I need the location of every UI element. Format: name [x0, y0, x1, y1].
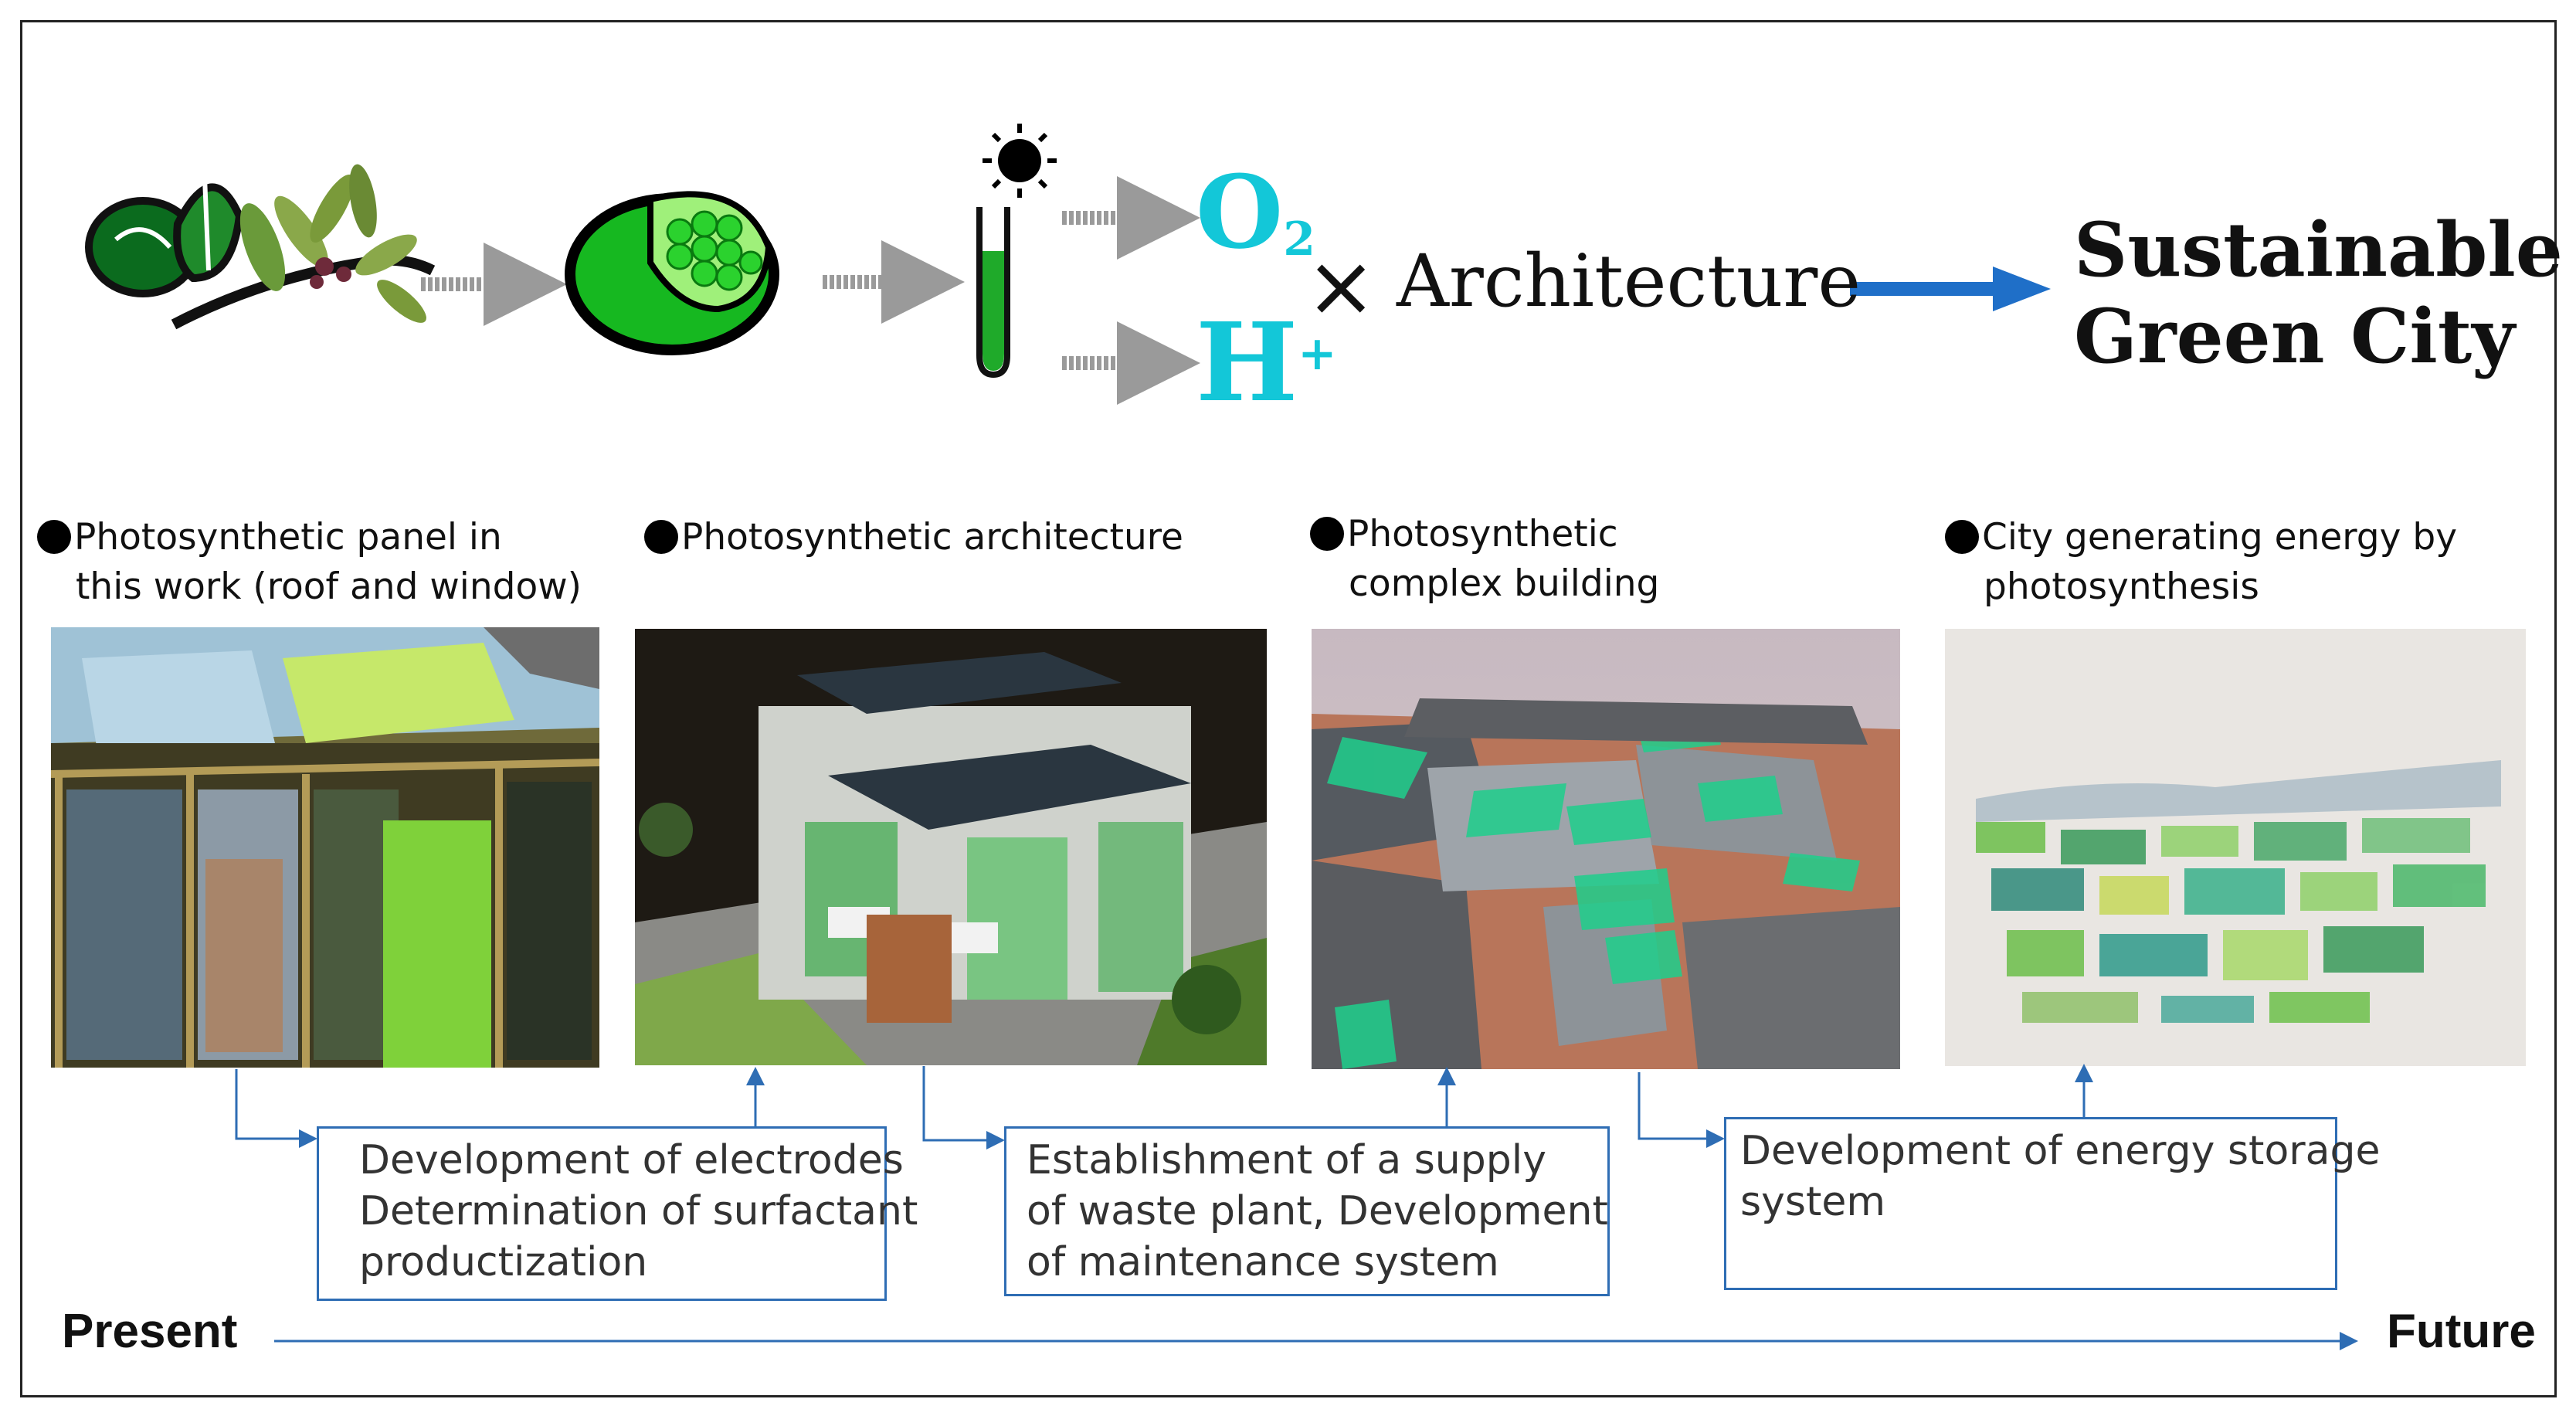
photo-complex-building — [1312, 629, 1900, 1069]
top-flow-graphic — [85, 124, 2051, 405]
architecture-label: Architecture — [1397, 239, 1861, 324]
result-line1: Sustainable — [2074, 206, 2563, 294]
stage-title-architecture: Photosynthetic architecture — [644, 513, 1183, 562]
stage-title-line1: City generating energy by — [1982, 516, 2458, 559]
proton-product: H+ — [1196, 309, 1337, 417]
stage-title-line2: this work (roof and window) — [76, 565, 582, 608]
task-line: system — [1740, 1179, 1885, 1225]
o2-symbol: O — [1196, 153, 1284, 271]
bullet-icon — [1945, 520, 1979, 554]
stage-title-line2: photosynthesis — [1984, 565, 2259, 608]
oxygen-product: O2 — [1196, 162, 1315, 263]
result-line2: Green City — [2074, 293, 2515, 380]
task-box-electrodes: Development of electrodes Determination … — [317, 1126, 918, 1301]
photo-city-painting — [1945, 629, 2526, 1066]
chloroplast-icon — [565, 191, 779, 355]
task-line: Determination of surfactant — [359, 1188, 918, 1234]
stage-title-line2: complex building — [1349, 562, 1660, 605]
bullet-icon — [37, 520, 71, 554]
timeline-present-label: Present — [62, 1305, 238, 1358]
leaves-icon — [85, 164, 436, 330]
figure-frame — [20, 20, 2557, 1397]
stage-title-complex-building: Photosynthetic complex building — [1310, 510, 1659, 609]
h-symbol: H — [1196, 300, 1298, 426]
task-line: Development of electrodes — [359, 1137, 904, 1183]
bullet-icon — [1310, 517, 1344, 551]
test-tube-icon — [976, 207, 1010, 379]
task-line: Establishment of a supply — [1027, 1137, 1547, 1183]
task-line: productization — [359, 1239, 648, 1285]
photo-photosynthetic-panel — [51, 627, 599, 1068]
sustainable-green-city-label: Sustainable Green City — [2074, 207, 2563, 380]
stage-title-panel: Photosynthetic panel in this work (roof … — [37, 513, 582, 612]
task-box-storage: Development of energy storage system — [1724, 1117, 2381, 1290]
o2-subscript: 2 — [1283, 212, 1315, 267]
timeline-future-label: Future — [2387, 1305, 2536, 1358]
task-line: of waste plant, Development — [1027, 1188, 1608, 1234]
task-box-supply: Establishment of a supply of waste plant… — [1004, 1126, 1610, 1296]
stage-title-line1: Photosynthetic — [1347, 513, 1618, 555]
task-line: Development of energy storage — [1740, 1128, 2381, 1174]
h-superscript: + — [1298, 327, 1337, 381]
photo-photosynthetic-architecture — [635, 629, 1267, 1065]
stage-title-line1: Photosynthetic architecture — [681, 516, 1183, 559]
result-arrow — [1850, 267, 2051, 311]
sun-icon — [983, 124, 1057, 198]
bullet-icon — [644, 520, 678, 554]
stage-title-line1: Photosynthetic panel in — [74, 516, 502, 559]
times-symbol: × — [1305, 236, 1377, 335]
stage-title-city: City generating energy by photosynthesis — [1945, 513, 2457, 612]
task-line: of maintenance system — [1027, 1239, 1499, 1285]
